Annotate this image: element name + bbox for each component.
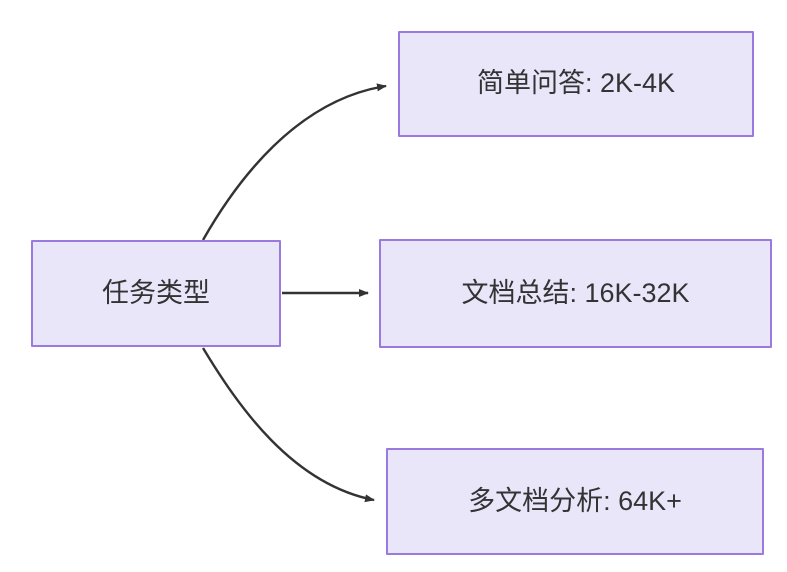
edge-source-to-multi-doc	[201, 347, 375, 503]
node-simple-qa-label: 简单问答: 2K-4K	[476, 68, 676, 99]
node-multi-doc-label: 多文档分析: 64K+	[468, 485, 682, 516]
node-task-type[interactable]: 任务类型	[31, 240, 281, 347]
node-multi-doc[interactable]: 多文档分析: 64K+	[386, 448, 764, 555]
node-simple-qa[interactable]: 简单问答: 2K-4K	[398, 31, 754, 137]
edge-source-to-simple-qa	[201, 83, 387, 241]
node-doc-summary-label: 文档总结: 16K-32K	[461, 277, 690, 308]
node-task-type-label: 任务类型	[102, 277, 210, 308]
node-doc-summary[interactable]: 文档总结: 16K-32K	[379, 239, 772, 348]
